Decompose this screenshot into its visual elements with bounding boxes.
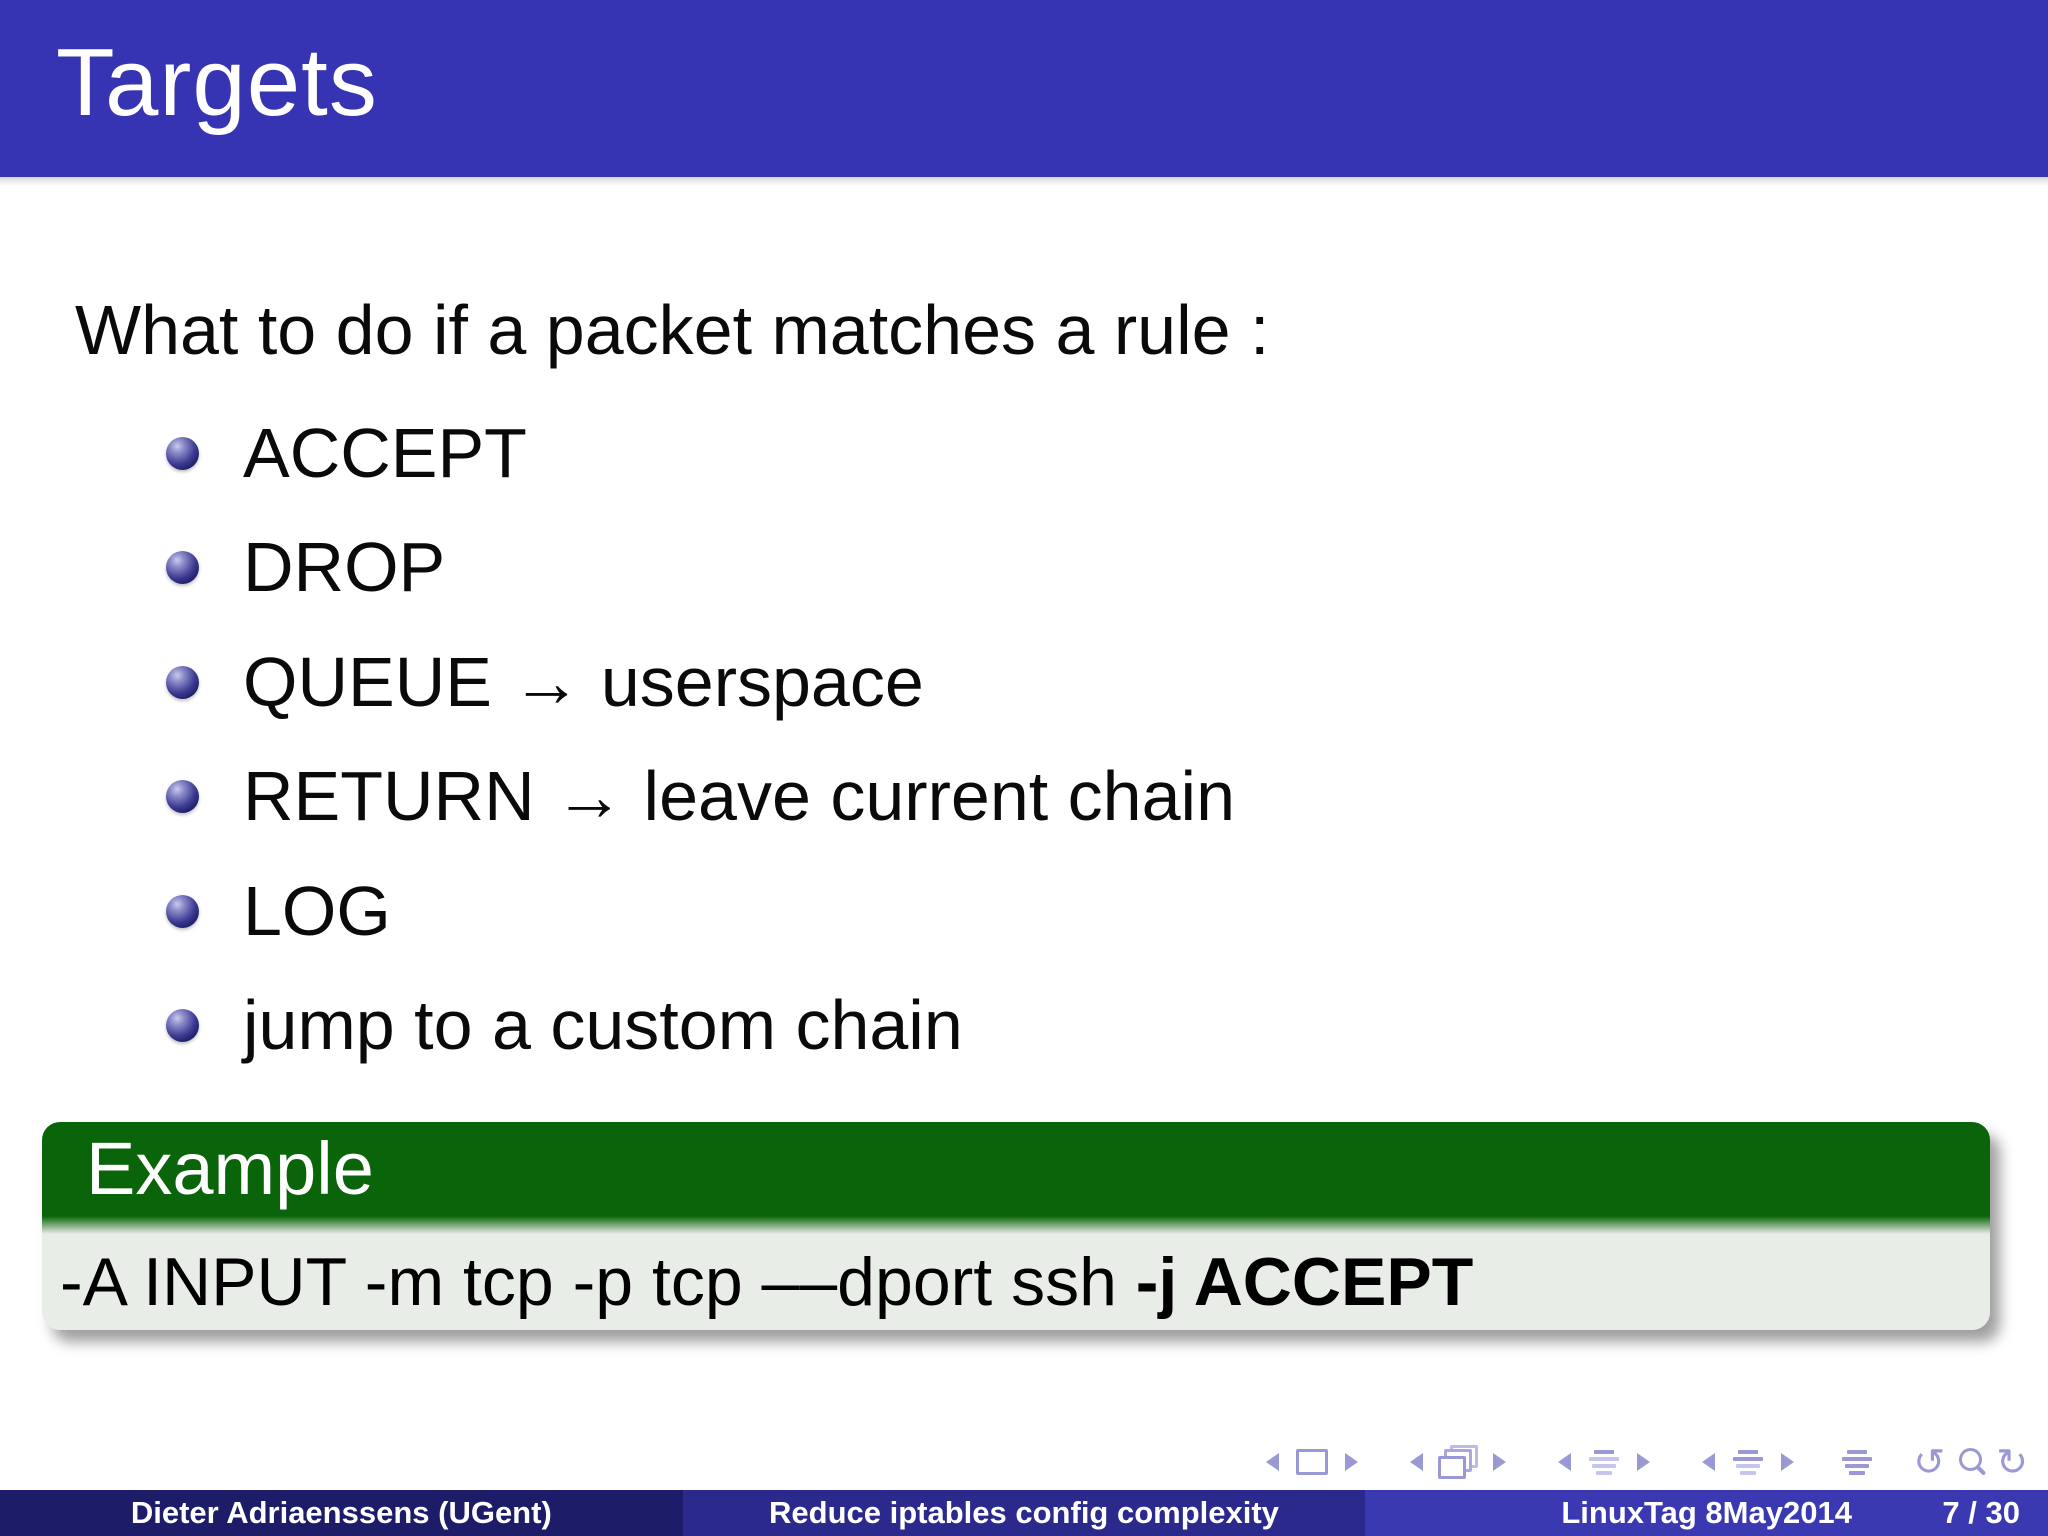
footer-presentation-title: Reduce iptables config complexity: [769, 1495, 1279, 1530]
page-title: Targets: [56, 29, 378, 136]
targets-list: ACCEPT DROP QUEUE → userspace RETURN → l…: [166, 396, 1235, 1083]
next-frame-icon[interactable]: [1493, 1453, 1507, 1471]
example-block-title: Example: [86, 1127, 374, 1210]
footer-author-segment: Dieter Adriaenssens (UGent): [0, 1490, 683, 1536]
bullet-sphere-icon: [166, 780, 199, 814]
footer-title-segment: Reduce iptables config complexity: [682, 1490, 1366, 1536]
list-item-label: ACCEPT: [243, 413, 527, 492]
list-item-label: RETURN → leave current chain: [243, 757, 1235, 836]
prev-subsection-icon[interactable]: [1702, 1453, 1716, 1471]
list-item: LOG: [166, 854, 1235, 969]
frames-stack-icon[interactable]: [1438, 1445, 1479, 1479]
example-block-header: Example: [42, 1122, 1990, 1216]
bullet-sphere-icon: [166, 1009, 199, 1043]
bullet-sphere-icon: [166, 894, 199, 928]
list-item: ACCEPT: [166, 396, 1235, 511]
history-nav-group: ↺ ↻: [1909, 1443, 2032, 1481]
command-bold-part: -j ACCEPT: [1135, 1244, 1474, 1320]
prev-section-icon[interactable]: [1558, 1453, 1572, 1471]
back-history-icon[interactable]: ↺: [1913, 1440, 1946, 1484]
iptables-command: -A INPUT -m tcp -p tcp ––dport ssh -j AC…: [60, 1248, 1473, 1316]
list-item: RETURN → leave current chain: [166, 740, 1235, 855]
section-toc-icon[interactable]: [1587, 1449, 1621, 1475]
example-block: Example -A INPUT -m tcp -p tcp ––dport s…: [42, 1122, 1990, 1330]
subsection-toc-icon[interactable]: [1731, 1449, 1765, 1475]
page-number: 7 / 30: [1942, 1495, 2020, 1530]
list-item: DROP: [166, 511, 1235, 626]
list-item: QUEUE → userspace: [166, 625, 1235, 740]
document-toc-icon[interactable]: [1840, 1449, 1874, 1475]
next-subsection-icon[interactable]: [1781, 1453, 1795, 1471]
example-block-body: -A INPUT -m tcp -p tcp ––dport ssh -j AC…: [42, 1234, 1990, 1330]
bullet-sphere-icon: [166, 436, 199, 470]
section-nav-group: [1547, 1449, 1661, 1475]
command-prefix: -A INPUT -m tcp -p tcp ––dport ssh: [60, 1244, 1136, 1320]
subsection-nav-group: [1691, 1449, 1805, 1475]
footer-date: LinuxTag 8May2014: [1561, 1495, 1852, 1530]
intro-text: What to do if a packet matches a rule :: [75, 291, 1270, 369]
footer-author: Dieter Adriaenssens (UGent): [130, 1495, 552, 1530]
list-item-label: LOG: [243, 871, 391, 950]
list-item: jump to a custom chain: [166, 969, 1235, 1084]
bullet-sphere-icon: [166, 665, 199, 699]
next-slide-icon[interactable]: [1345, 1453, 1359, 1471]
list-item-label: jump to a custom chain: [243, 986, 963, 1065]
footline: Dieter Adriaenssens (UGent) Reduce iptab…: [0, 1490, 2048, 1536]
frame-icon[interactable]: [1296, 1449, 1329, 1475]
bullet-sphere-icon: [166, 551, 199, 585]
document-nav-group: [1835, 1449, 1879, 1475]
footer-date-segment: LinuxTag 8May2014 7 / 30: [1365, 1490, 2048, 1536]
search-icon[interactable]: [1959, 1447, 1983, 1471]
frame-nav-group: [1399, 1445, 1517, 1479]
next-section-icon[interactable]: [1637, 1453, 1651, 1471]
slide-nav-group: [1255, 1449, 1369, 1475]
frame-title-bar: Targets: [0, 0, 2048, 177]
example-block-fade: [42, 1216, 1990, 1234]
title-bar-shadow: [0, 177, 2048, 186]
prev-frame-icon[interactable]: [1410, 1453, 1424, 1471]
list-item-label: QUEUE → userspace: [243, 642, 924, 721]
prev-slide-icon[interactable]: [1266, 1453, 1280, 1471]
list-item-label: DROP: [243, 528, 446, 607]
forward-history-icon[interactable]: ↻: [1996, 1440, 2028, 1484]
navigation-symbols: ↺ ↻: [1255, 1443, 2032, 1481]
